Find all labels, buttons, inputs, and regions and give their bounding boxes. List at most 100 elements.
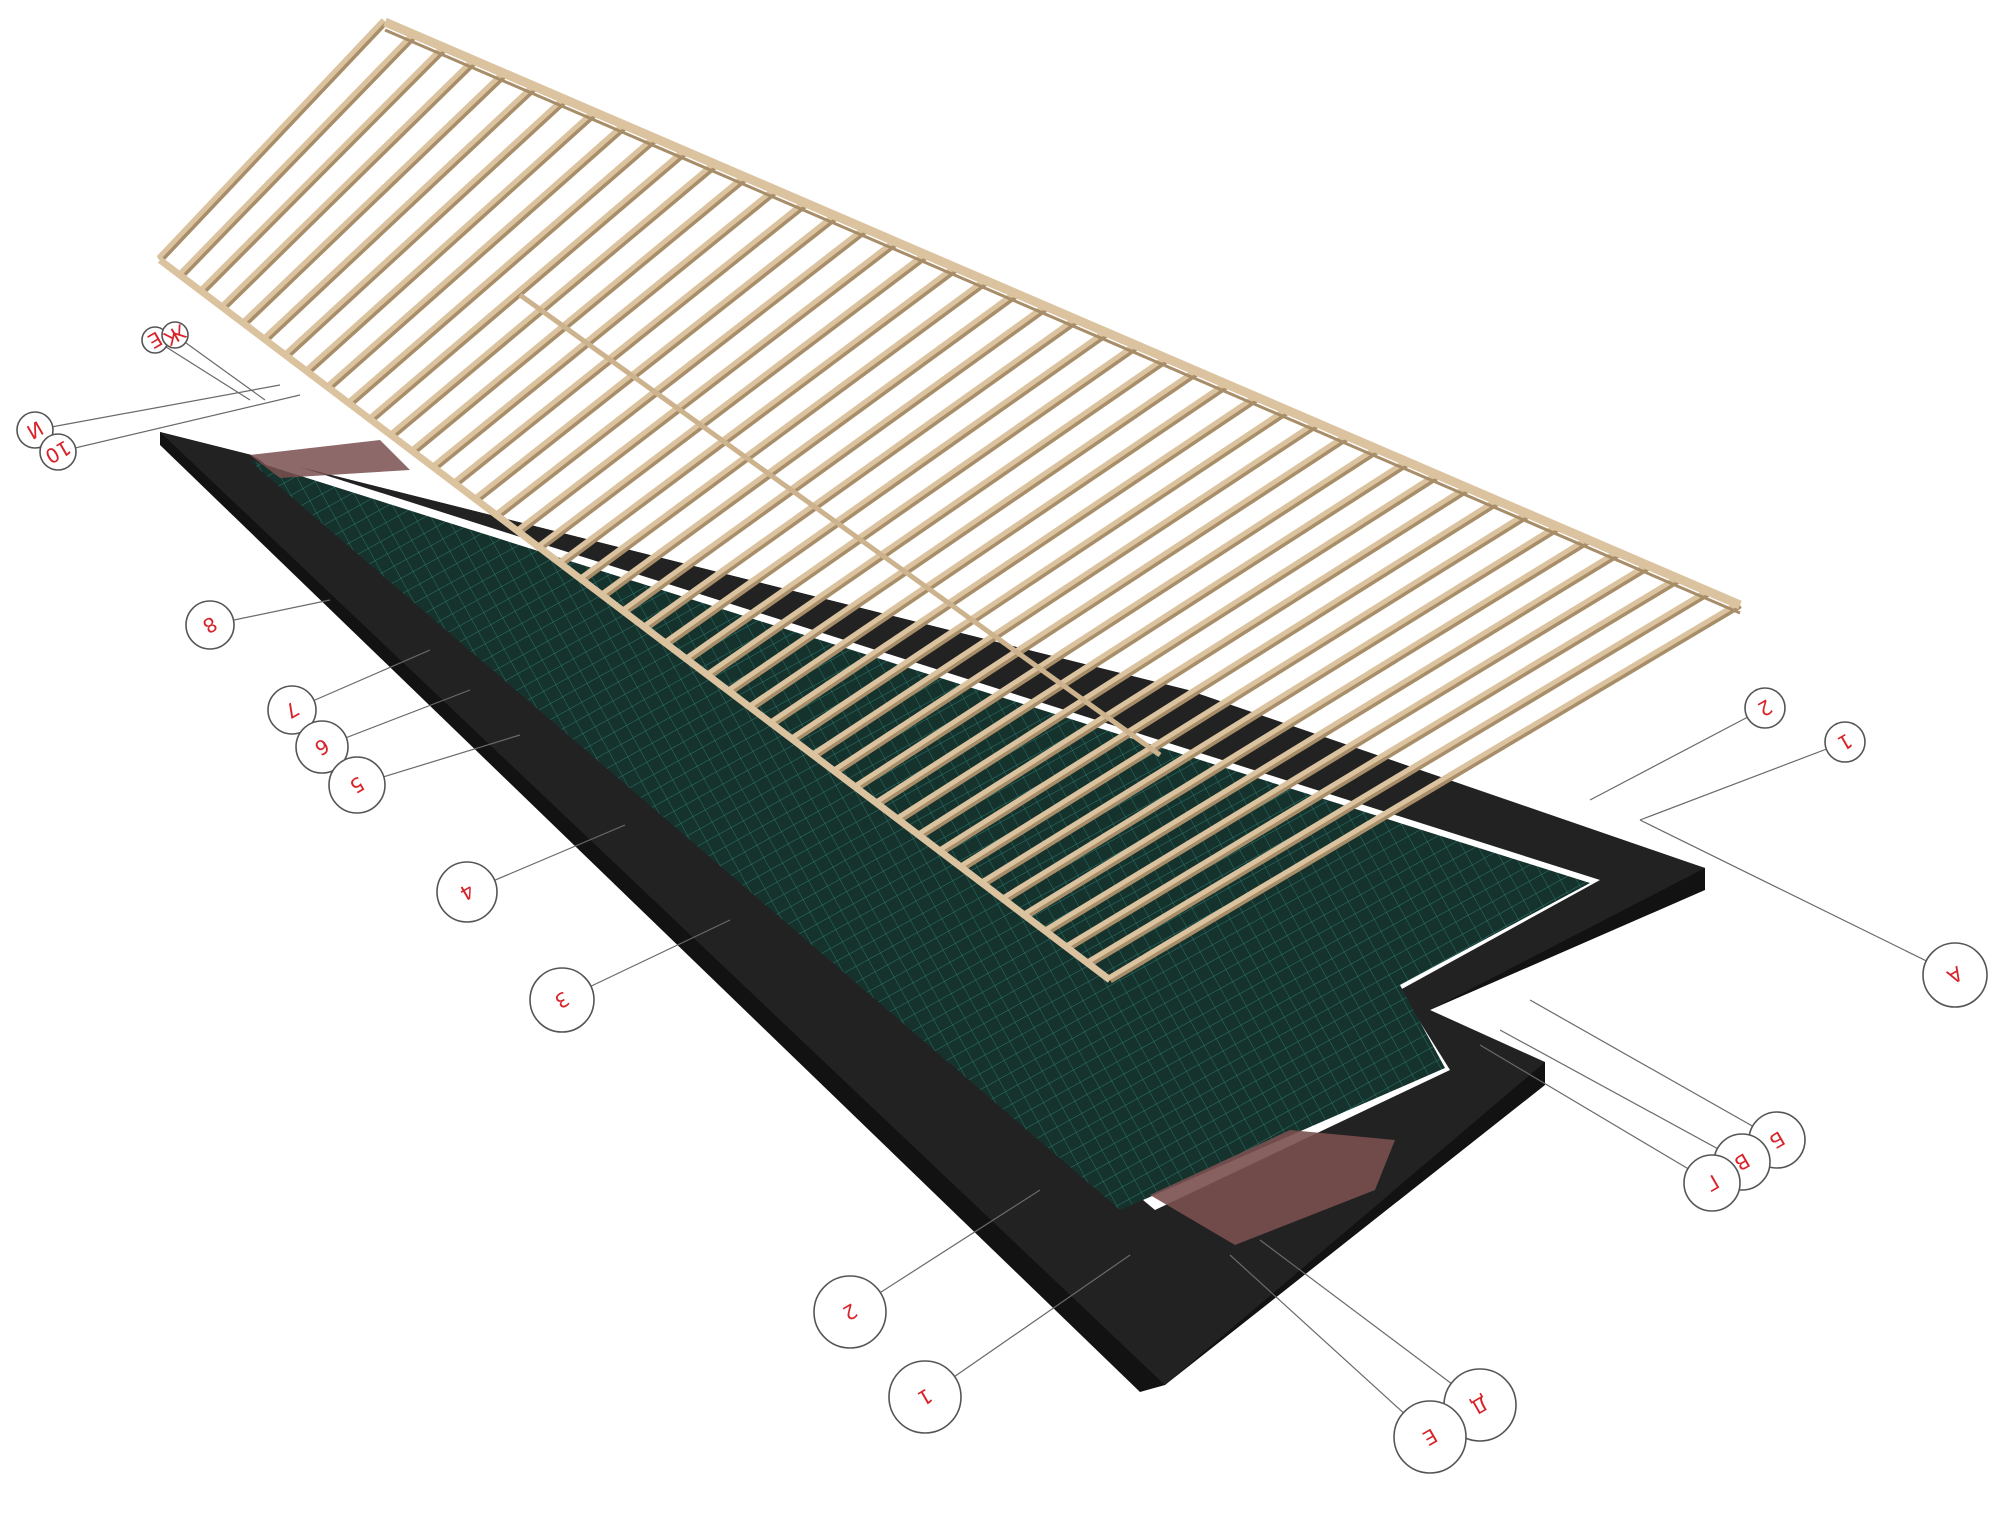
axis-marker-B: Б [1529,999,1806,1169]
marker-bubble [328,756,386,814]
rafter [980,523,1562,887]
rafter [494,225,869,519]
ridge-beam [383,17,1742,610]
marker-leader-line [1529,999,1778,1141]
eave-beam-left [157,257,1113,983]
axis-marker-E-top: Е [141,326,251,401]
marker-leader-line [291,649,431,711]
rafter [325,121,629,391]
rafter [1043,561,1652,935]
axis-marker-1-right: 1 [1639,721,1866,821]
rafter [177,31,418,279]
marker-bubble [1683,1154,1741,1212]
marker-leader-line [1479,1044,1713,1184]
rafter [473,212,839,503]
axis-marker-G: Г [1479,1044,1741,1212]
marker-bubble [185,600,235,650]
roof-rafters [156,18,1742,984]
rafter [642,315,1080,631]
axis-marker-10: 10 [39,394,301,471]
marker-leader-line [1499,1029,1743,1163]
rafter [431,186,779,471]
marker-bubble [39,433,77,471]
axis-marker-1: 1 [888,1254,1131,1434]
rafter [198,44,448,295]
ridge-beams [157,17,1742,983]
rafter [769,393,1261,727]
rafter [515,238,900,535]
marker-bubble [529,967,595,1033]
marker-leader-line [1589,707,1766,801]
marker-leader-line [1639,741,1846,821]
axis-marker-7: 7 [267,649,431,735]
rafter [663,328,1110,647]
rafter [558,264,960,567]
axis-marker-4: 4 [436,824,626,923]
rafter [304,108,599,375]
marker-bubble [1824,721,1866,763]
rafter [367,147,689,423]
marker-bubble [267,685,317,735]
marker-bubble [813,1275,887,1349]
axis-marker-2-right: 2 [1589,687,1786,801]
rafter [1107,600,1742,984]
rafter [346,134,659,407]
rafter [959,510,1532,871]
brick-zone-bottom [1150,1130,1395,1245]
marker-leader-line [1639,819,1956,976]
marker-bubble [295,720,349,774]
marker-bubble [436,861,498,923]
ridge-beam-shadow [384,28,1741,615]
rafter [790,406,1291,743]
rafter [832,432,1351,775]
rafter [410,173,749,455]
axis-marker-5: 5 [328,734,521,814]
rafter [874,458,1411,807]
rafter [156,18,388,263]
rafter [1086,587,1712,968]
marker-bubble [16,411,54,449]
rafter [917,484,1471,839]
marker-bubble [1744,687,1786,729]
brick-zone-top [250,440,410,478]
rafter [705,354,1170,679]
marker-leader-line [849,1189,1041,1313]
rafter [727,367,1200,695]
rafter [748,380,1231,711]
rafter [579,277,990,583]
axis-marker-E: Е [1229,1254,1467,1474]
marker-bubble [161,321,189,349]
rafter [1064,574,1682,951]
axis-marker-6: 6 [295,689,471,774]
rafter [536,251,930,551]
rafter [1022,549,1622,919]
rafter [1001,536,1592,903]
axis-marker-3: 3 [529,919,731,1033]
rafter [938,497,1501,855]
rafter [241,70,508,327]
marker-leader-line [57,394,301,453]
rafter [283,95,569,359]
rafter [600,290,1020,599]
marker-leader-line [174,334,266,401]
axis-marker-8: 8 [185,599,331,650]
rafter [220,57,478,311]
marker-bubble [1922,942,1988,1008]
marker-leader-line [1229,1254,1431,1438]
rafter [811,419,1321,759]
rafter [389,160,719,439]
rafter [853,445,1381,791]
rafter [262,82,538,343]
axis-marker-A: А [1639,819,1988,1008]
marker-leader-line [1259,1239,1481,1406]
eave-beam-right [518,292,1162,758]
rafter [896,471,1441,823]
marker-leader-line [924,1254,1131,1398]
rafter [452,199,809,487]
rafter [621,302,1050,615]
axis-marker-2: 2 [813,1189,1041,1349]
marker-bubble [888,1360,962,1434]
marker-leader-line [34,384,281,431]
